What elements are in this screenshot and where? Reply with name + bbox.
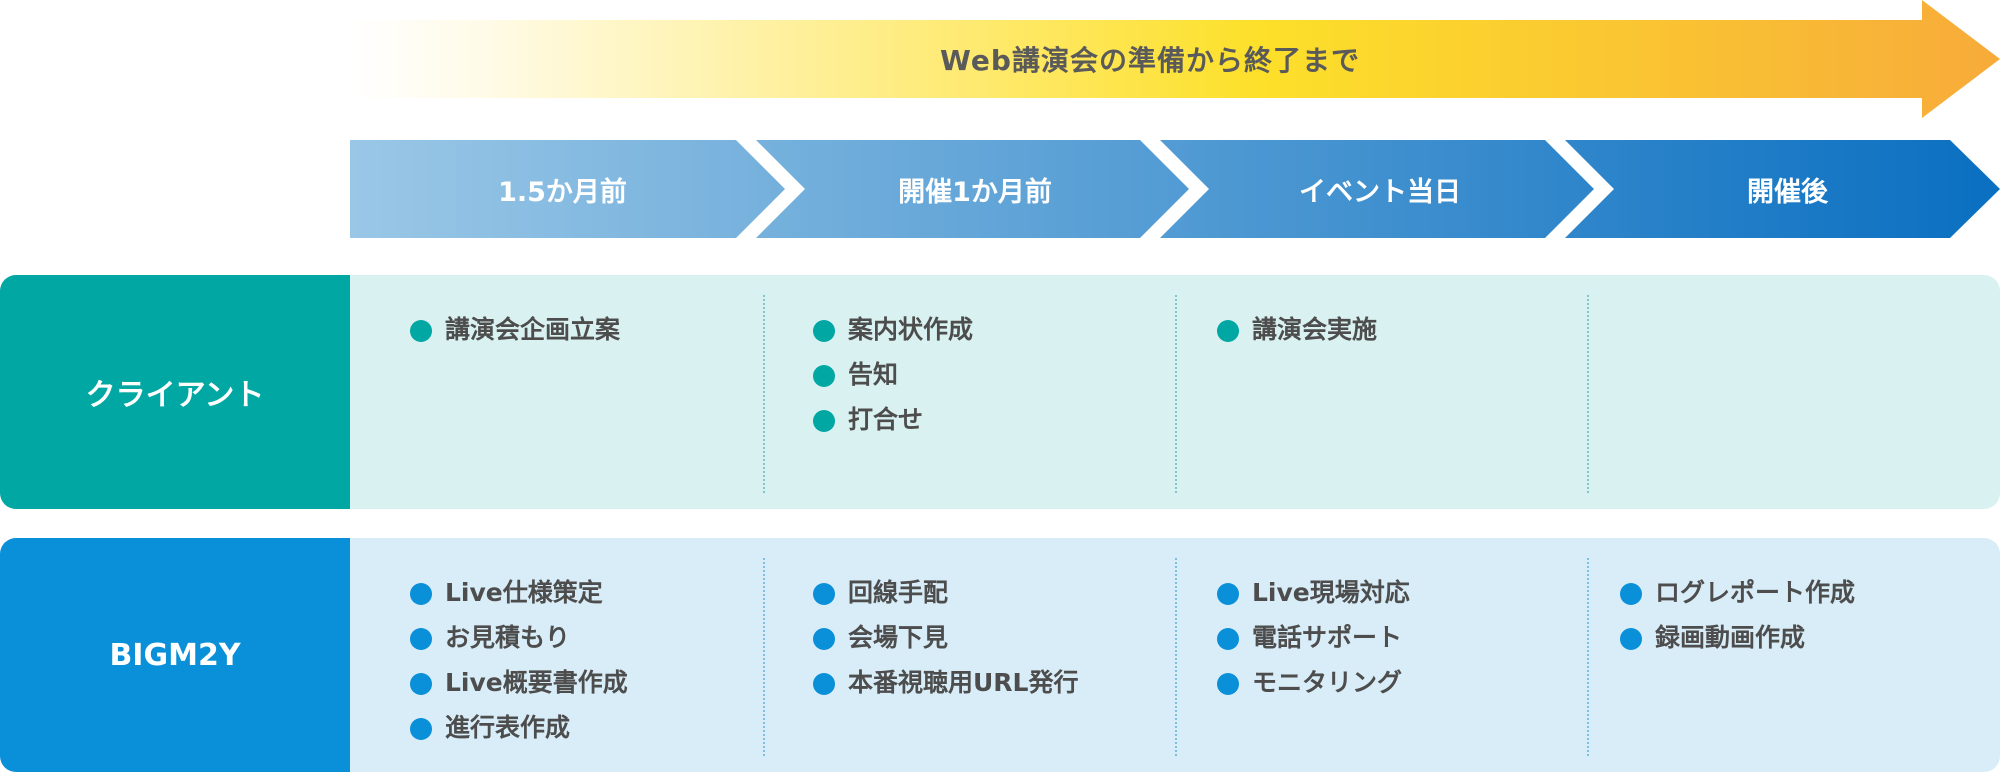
- task-label: ログレポート作成: [1655, 578, 1856, 607]
- task-label: 回線手配: [848, 578, 949, 607]
- bullet-dot-icon: [813, 628, 835, 650]
- bullet-dot-icon: [410, 673, 432, 695]
- task-item: 本番視聴用URL発行: [813, 664, 1078, 709]
- task-item: 案内状作成: [813, 311, 973, 356]
- row-label: クライアント: [0, 275, 350, 509]
- task-cell: 講演会企画立案: [410, 311, 620, 356]
- task-label: 本番視聴用URL発行: [848, 668, 1079, 697]
- bullet-dot-icon: [1217, 673, 1239, 695]
- task-item: ログレポート作成: [1620, 574, 1855, 619]
- phase-label: イベント当日: [1299, 176, 1461, 208]
- task-label: お見積もり: [445, 623, 571, 652]
- column-divider: [763, 295, 765, 493]
- task-label: 告知: [848, 360, 899, 389]
- task-item: 告知: [813, 356, 973, 401]
- phase-chevron-4: [1565, 140, 2000, 238]
- row-label: BIGM2Y: [0, 538, 350, 772]
- task-cell: 回線手配会場下見本番視聴用URL発行: [813, 574, 1078, 709]
- phase-label: 開催1か月前: [898, 176, 1052, 208]
- task-label: 案内状作成: [848, 315, 974, 344]
- task-item: 録画動画作成: [1620, 619, 1855, 664]
- phase-chevron-1: [350, 140, 785, 238]
- bullet-dot-icon: [410, 718, 432, 740]
- bullet-dot-icon: [1620, 628, 1642, 650]
- task-label: 会場下見: [848, 623, 949, 652]
- flow-arrow-label: Web講演会の準備から終了まで: [940, 44, 1360, 77]
- task-cell: 案内状作成告知打合せ: [813, 311, 973, 446]
- task-label: 打合せ: [848, 405, 924, 434]
- bullet-dot-icon: [813, 673, 835, 695]
- row-body: 講演会企画立案 案内状作成告知打合せ 講演会実施: [350, 275, 2000, 509]
- task-item: Live現場対応: [1217, 574, 1410, 619]
- task-label: モニタリング: [1252, 668, 1403, 697]
- column-divider: [1175, 295, 1177, 493]
- bullet-dot-icon: [1217, 320, 1239, 342]
- task-label: 録画動画作成: [1655, 623, 1806, 652]
- task-label: 講演会実施: [1252, 315, 1378, 344]
- task-label: Live仕様策定: [445, 578, 603, 607]
- task-label: 電話サポート: [1252, 623, 1403, 652]
- task-item: 進行表作成: [410, 709, 628, 754]
- task-item: 講演会実施: [1217, 311, 1377, 356]
- column-divider: [763, 558, 765, 756]
- task-cell: ログレポート作成録画動画作成: [1620, 574, 1855, 664]
- task-item: お見積もり: [410, 619, 628, 664]
- task-label: Live概要書作成: [445, 668, 628, 697]
- task-item: モニタリング: [1217, 664, 1410, 709]
- task-label: 講演会企画立案: [445, 315, 621, 344]
- row-client: クライアント 講演会企画立案 案内状作成告知打合せ 講演会実施: [0, 275, 2000, 509]
- bullet-dot-icon: [1620, 583, 1642, 605]
- bullet-dot-icon: [410, 320, 432, 342]
- phase-label: 1.5か月前: [498, 176, 627, 208]
- bullet-dot-icon: [410, 583, 432, 605]
- task-cell: Live現場対応電話サポートモニタリング: [1217, 574, 1410, 709]
- phase-chevrons: [350, 140, 2000, 238]
- column-divider: [1587, 558, 1589, 756]
- task-item: 電話サポート: [1217, 619, 1410, 664]
- task-item: 会場下見: [813, 619, 1078, 664]
- bullet-dot-icon: [1217, 583, 1239, 605]
- bullet-dot-icon: [410, 628, 432, 650]
- bullet-dot-icon: [813, 410, 835, 432]
- task-item: Live概要書作成: [410, 664, 628, 709]
- column-divider: [1587, 295, 1589, 493]
- task-item: 打合せ: [813, 401, 973, 446]
- row-bigm2y: BIGM2Y Live仕様策定お見積もり Live概要書作成進行表作成 回線手配会…: [0, 538, 2000, 772]
- task-item: Live仕様策定: [410, 574, 628, 619]
- bullet-dot-icon: [1217, 628, 1239, 650]
- task-label: 進行表作成: [445, 713, 571, 742]
- task-item: 回線手配: [813, 574, 1078, 619]
- phase-label: 開催後: [1747, 176, 1828, 208]
- task-item: 講演会企画立案: [410, 311, 620, 356]
- row-body: Live仕様策定お見積もり Live概要書作成進行表作成 回線手配会場下見本番視聴…: [350, 538, 2000, 772]
- phase-chevron-3: [1160, 140, 1594, 238]
- bullet-dot-icon: [813, 320, 835, 342]
- task-label: Live現場対応: [1252, 578, 1410, 607]
- task-cell: 講演会実施: [1217, 311, 1377, 356]
- task-cell: Live仕様策定お見積もり Live概要書作成進行表作成: [410, 574, 628, 754]
- bullet-dot-icon: [813, 365, 835, 387]
- flow-arrow: [350, 0, 2000, 118]
- column-divider: [1175, 558, 1177, 756]
- bullet-dot-icon: [813, 583, 835, 605]
- phase-chevron-2: [756, 140, 1189, 238]
